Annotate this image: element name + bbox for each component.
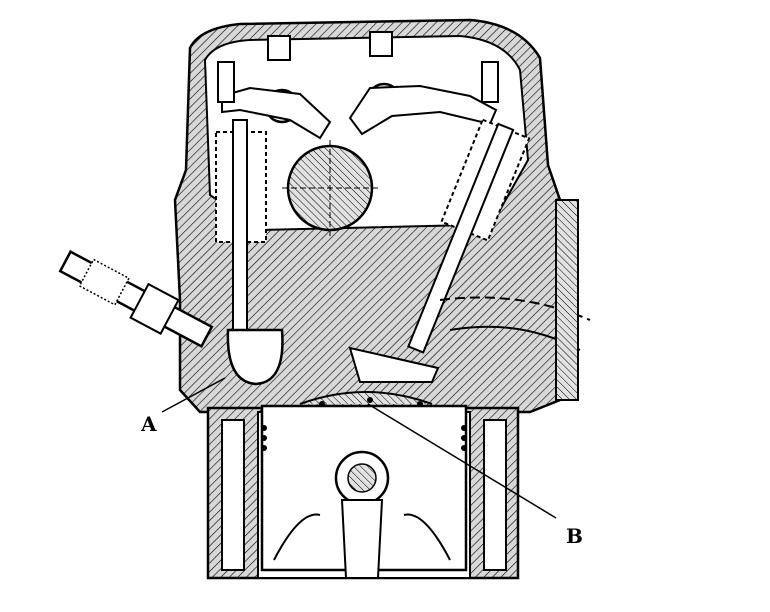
callout-label-a: A — [141, 412, 157, 436]
injector-thread — [78, 258, 130, 306]
rocker-arm-left — [221, 86, 332, 140]
adjuster-right — [481, 61, 499, 103]
top-bolt-right — [369, 31, 393, 57]
valve-cover-cavity — [203, 34, 530, 232]
adjuster-left — [217, 61, 235, 103]
water-jacket-right — [483, 419, 507, 571]
callout-label-b: B — [566, 524, 583, 548]
piston-skirt — [273, 513, 451, 561]
rocker-arm-right — [348, 84, 498, 136]
manifold-flange — [555, 199, 579, 401]
left-valve-stem — [232, 119, 248, 351]
right-valve-stem — [407, 122, 515, 354]
left-prechamber — [226, 328, 284, 386]
leader-line-a — [161, 377, 226, 413]
right-valve-head — [348, 346, 440, 383]
top-bolt-left — [267, 35, 291, 61]
wrist-pin-core — [347, 463, 377, 493]
leader-line-b — [367, 403, 557, 519]
water-jacket-left — [221, 419, 245, 571]
connecting-rod — [340, 499, 384, 579]
piston-rings — [261, 397, 467, 451]
injector-nut — [129, 282, 180, 335]
piston-bowl — [299, 391, 433, 405]
